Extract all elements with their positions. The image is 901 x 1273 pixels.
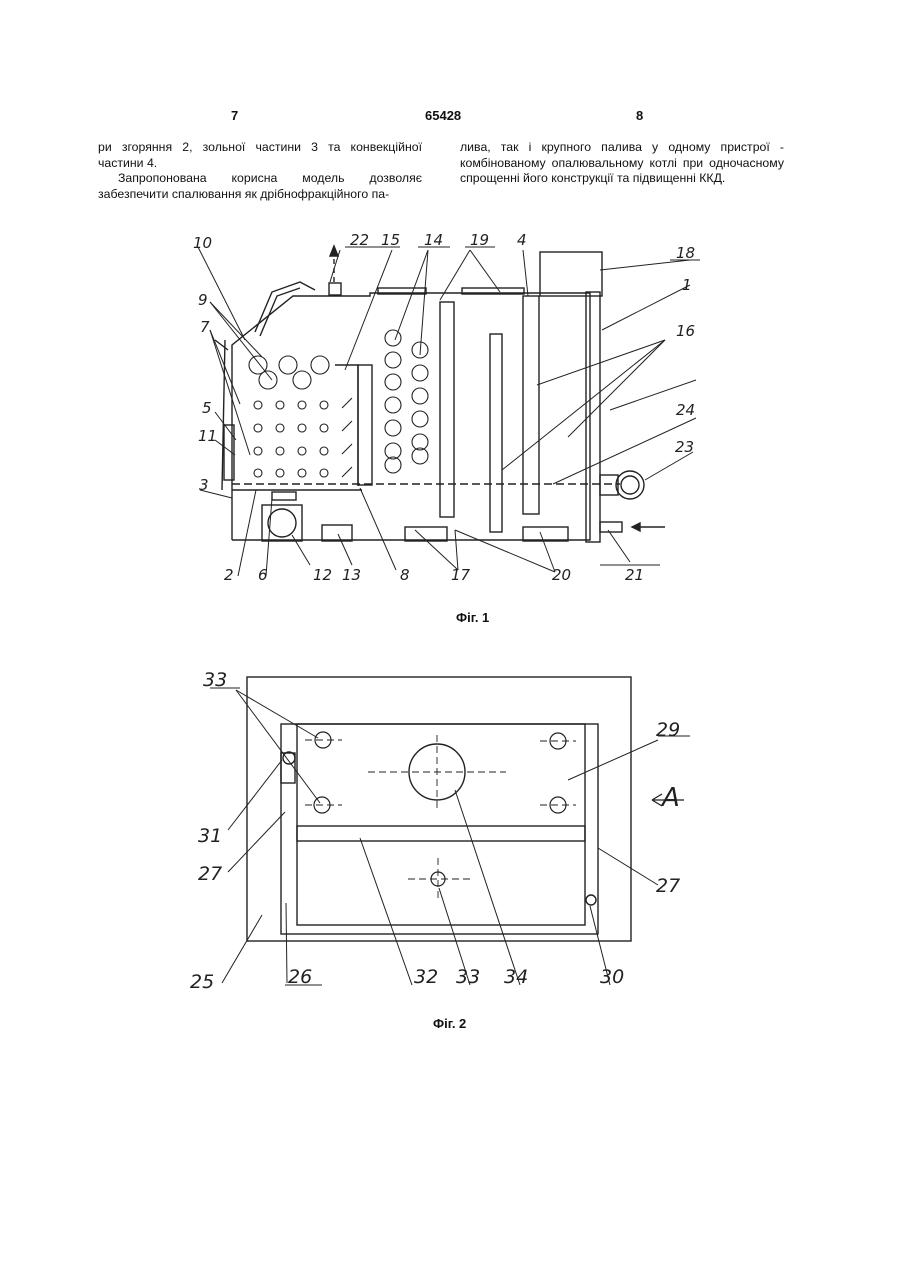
fig2-label-32: 32 <box>414 966 438 988</box>
fig2-label-25: 25 <box>190 971 214 993</box>
fig2-label-31: 31 <box>198 825 222 847</box>
fig2-label-33-top: 33 <box>203 669 227 691</box>
fig2-label-26: 26 <box>288 966 312 988</box>
fig2-label-A: A <box>660 783 680 813</box>
fig2-label-34: 34 <box>504 966 528 988</box>
fig2-label-27-left: 27 <box>198 863 222 885</box>
fig2-label-33-bottom: 33 <box>456 966 480 988</box>
fig2-label-29: 29 <box>656 719 680 741</box>
fig2-label-30: 30 <box>600 966 624 988</box>
fig2-label-27-right: 27 <box>656 875 680 897</box>
figure-2-caption: Фіг. 2 <box>433 1016 466 1031</box>
